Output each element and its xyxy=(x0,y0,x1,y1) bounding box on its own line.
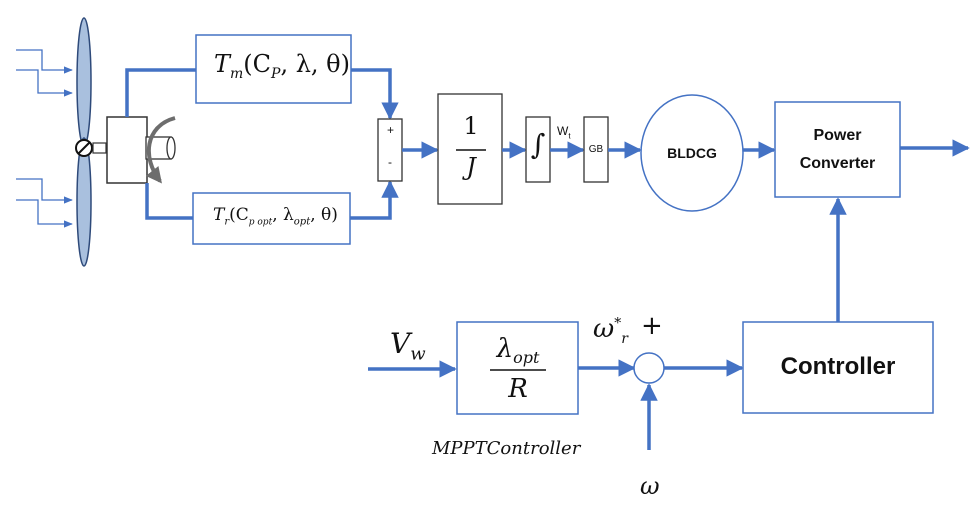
integrator-symbol: ∫ xyxy=(530,128,546,161)
inertia-block xyxy=(437,93,503,205)
hub-to-tr-line xyxy=(145,183,193,220)
gearbox-block xyxy=(583,116,609,183)
controller-label: Controller xyxy=(780,353,896,380)
vw-label: Vw xyxy=(390,327,426,365)
hub-block xyxy=(106,116,148,184)
inertia-numerator: 1 xyxy=(463,112,479,140)
wind-arrows xyxy=(16,49,73,228)
tm-block xyxy=(195,34,352,104)
hub-connectors xyxy=(125,68,196,220)
wind-arrow xyxy=(16,199,73,228)
wind-arrow xyxy=(16,69,73,97)
torque-sum-minus: - xyxy=(388,155,392,169)
mppt-denominator: R xyxy=(508,374,528,404)
rotation-arrow-icon xyxy=(145,116,176,184)
torque-sum-block xyxy=(377,118,403,182)
inertia-denominator: J xyxy=(466,153,476,181)
power-converter-label-line1: Power xyxy=(813,127,862,144)
controller-block xyxy=(742,321,934,414)
wind-turbine-icon xyxy=(75,17,107,267)
tr-to-sum-line xyxy=(350,180,399,220)
torque-connectors xyxy=(350,68,399,220)
shaft-cylinder-icon xyxy=(145,136,176,160)
wind-arrow xyxy=(16,49,73,74)
tm-to-sum-line xyxy=(351,68,399,120)
mppt-caption: MPPTController xyxy=(432,438,581,459)
integrator-block xyxy=(525,116,551,183)
mppt-numerator: λopt xyxy=(496,334,540,368)
power-converter-block xyxy=(774,101,901,198)
tr-label: Tr(Cp opt, λopt, θ) xyxy=(213,205,338,228)
rotor-speed-label: Wt xyxy=(557,124,571,141)
speed-sum-junction xyxy=(633,352,665,384)
generator-circle xyxy=(640,94,744,212)
hub-to-tm-line xyxy=(125,68,196,117)
tr-block xyxy=(192,192,351,245)
torque-sum-plus: + xyxy=(387,123,395,137)
omega-label: ω xyxy=(640,472,660,500)
wind-arrow xyxy=(16,178,73,204)
omega-ref-label: ω*r xyxy=(593,314,628,348)
tm-label: Tm(CP, λ, θ) xyxy=(214,50,350,82)
power-converter-label-line2: Converter xyxy=(799,155,876,172)
generator-label: BLDCG xyxy=(667,145,717,161)
speed-sum-plus: + xyxy=(641,311,663,341)
mppt-block xyxy=(456,321,579,415)
gearbox-label: GB xyxy=(588,144,604,155)
